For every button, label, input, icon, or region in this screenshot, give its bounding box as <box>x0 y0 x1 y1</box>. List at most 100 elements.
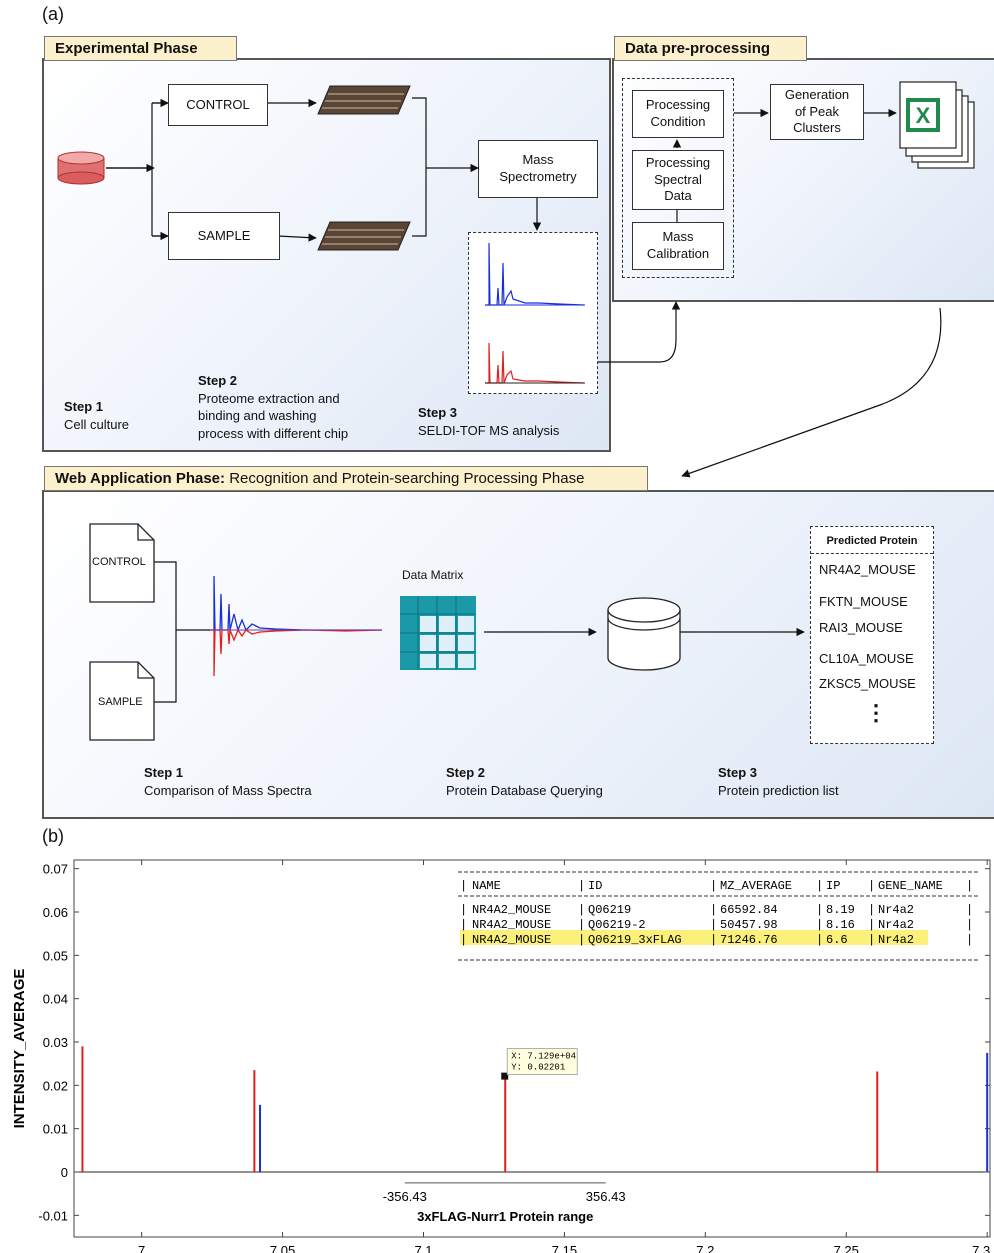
protein-chip-icon <box>317 85 411 115</box>
peak-clusters-box: Generation of Peak Clusters <box>770 84 864 140</box>
y-tick-label: 0 <box>61 1165 68 1180</box>
table-cell: Nr4a2 <box>878 933 914 947</box>
table-sep: | <box>710 879 717 893</box>
predicted-protein-item: CL10A_MOUSE <box>819 651 914 666</box>
mass-spectrometry-box: Mass Spectrometry <box>478 140 598 198</box>
y-axis-label: INTENSITY_AVERAGE <box>11 969 28 1129</box>
table-header-cell: MZ_AVERAGE <box>720 879 792 893</box>
table-header-cell: GENE_NAME <box>878 879 943 893</box>
predicted-protein-item: RAI3_MOUSE <box>819 620 903 635</box>
x-tick-label: 7.05 <box>270 1243 295 1253</box>
excel-file-stack-icon: X <box>899 81 975 169</box>
y-tick-label: 0.02 <box>43 1078 68 1093</box>
table-sep: | <box>868 933 875 947</box>
spectra-box <box>468 232 598 394</box>
database-icon <box>607 597 681 671</box>
control-box: CONTROL <box>168 84 268 126</box>
table-cell: NR4A2_MOUSE <box>472 918 551 932</box>
datatip-y: Y: 0.02201 <box>511 1063 565 1073</box>
y-tick-label: -0.01 <box>38 1208 68 1223</box>
x-tick-label: 7.1 <box>414 1243 432 1253</box>
table-cell: NR4A2_MOUSE <box>472 933 551 947</box>
predicted-protein-item: NR4A2_MOUSE <box>819 562 916 577</box>
x-tick-label: 7.15 <box>552 1243 577 1253</box>
table-sep: | <box>460 918 467 932</box>
y-tick-label: 0.01 <box>43 1122 68 1137</box>
table-cell: Q06219-2 <box>588 918 646 932</box>
table-sep: | <box>868 879 875 893</box>
table-sep: | <box>816 918 823 932</box>
web-phase-title: Web Application Phase: Recognition and P… <box>44 466 648 491</box>
panel-a-label: (a) <box>42 4 64 24</box>
table-sep: | <box>710 903 717 917</box>
web-control-label: CONTROL <box>92 556 146 568</box>
table-cell: NR4A2_MOUSE <box>472 903 551 917</box>
x-tick-label: 7.25 <box>834 1243 859 1253</box>
panel-b-label: (b) <box>42 826 64 846</box>
datatip-box <box>506 1048 578 1076</box>
processing-condition-box: Processing Condition <box>632 90 724 138</box>
table-cell: 8.19 <box>826 903 855 917</box>
svg-text:X: X <box>916 103 931 128</box>
table-cell: 8.16 <box>826 918 855 932</box>
table-sep: | <box>816 879 823 893</box>
table-sep: | <box>578 903 585 917</box>
table-sep: | <box>816 903 823 917</box>
data-matrix-label: Data Matrix <box>402 568 464 582</box>
table-sep: | <box>868 918 875 932</box>
highlight-row <box>460 930 928 945</box>
y-tick-label: 0.06 <box>43 905 68 920</box>
table-cell: 50457.98 <box>720 918 778 932</box>
comparison-spectrum-plot <box>210 575 383 677</box>
x-tick-label: 7.3 <box>972 1243 990 1253</box>
table-sep: | <box>460 903 467 917</box>
table-sep: | <box>710 918 717 932</box>
table-sep: | <box>966 933 973 947</box>
table-cell: Q06219 <box>588 903 631 917</box>
control-document-icon <box>89 523 155 603</box>
sample-document-icon <box>89 661 155 741</box>
table-cell: Q06219_3xFLAG <box>588 933 682 947</box>
table-sep: | <box>966 903 973 917</box>
table-sep: | <box>460 879 467 893</box>
datatip-x: X: 7.129e+04 <box>511 1052 576 1062</box>
experimental-phase-title: Experimental Phase <box>44 36 237 61</box>
table-sep: | <box>966 918 973 932</box>
table-cell: 6.6 <box>826 933 848 947</box>
table-cell: Nr4a2 <box>878 918 914 932</box>
protein-chip-icon <box>317 221 411 251</box>
range-title: 3xFLAG-Nurr1 Protein range <box>417 1209 593 1224</box>
table-sep: | <box>578 918 585 932</box>
processing-spectral-box: Processing Spectral Data <box>632 150 724 210</box>
table-sep: | <box>966 879 973 893</box>
table-sep: | <box>816 933 823 947</box>
table-sep: | <box>578 933 585 947</box>
processing-group <box>622 78 734 278</box>
table-header-cell: IP <box>826 879 840 893</box>
datatip-marker <box>501 1072 509 1080</box>
data-matrix-icon <box>400 596 476 670</box>
table-sep: | <box>710 933 717 947</box>
predicted-protein-item: FKTN_MOUSE <box>819 594 908 609</box>
preprocessing-title: Data pre-processing <box>614 36 807 61</box>
cell-culture-dish-icon <box>57 151 105 185</box>
table-header-cell: NAME <box>472 879 501 893</box>
x-tick-label: 7 <box>138 1243 145 1253</box>
web-sample-label: SAMPLE <box>98 696 143 708</box>
more-items-ellipsis: ⋮ <box>865 700 887 725</box>
table-cell: 66592.84 <box>720 903 778 917</box>
range-low-label: -356.43 <box>383 1189 427 1204</box>
y-tick-label: 0.04 <box>43 992 68 1007</box>
x-tick-label: 7.2 <box>696 1243 714 1253</box>
ms-spectra-plot <box>485 242 585 384</box>
table-header-cell: ID <box>588 879 602 893</box>
predicted-protein-list: Predicted Protein NR4A2_MOUSE FKTN_MOUSE… <box>810 526 934 744</box>
table-sep: | <box>578 879 585 893</box>
y-tick-label: 0.05 <box>43 948 68 963</box>
